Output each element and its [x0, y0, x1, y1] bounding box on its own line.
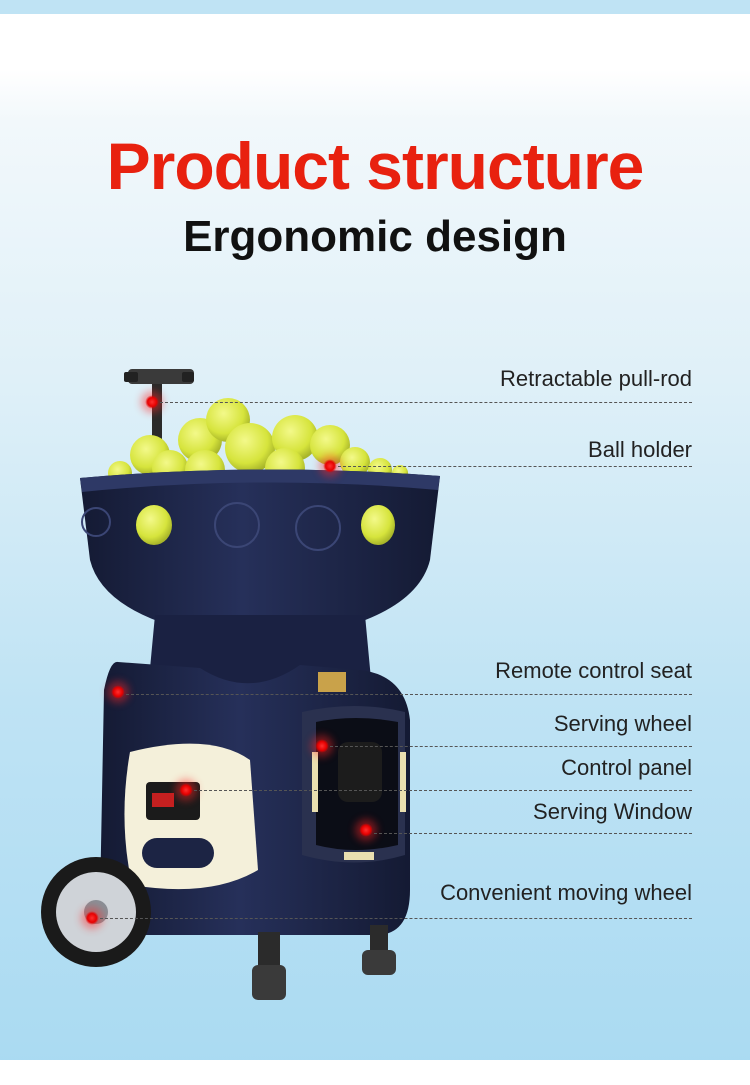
top-banner-strip — [0, 0, 750, 14]
leader-line-ball-holder — [338, 466, 692, 467]
marker-serving-window — [359, 823, 373, 837]
page-title: Product structure — [106, 129, 645, 203]
callout-serving-wheel: Serving wheel — [553, 711, 692, 736]
brand-logo — [318, 672, 346, 692]
leader-line-control-panel — [194, 790, 692, 791]
machine-body — [100, 661, 410, 935]
marker-moving-wheel — [85, 911, 99, 925]
hopper — [80, 469, 440, 622]
page-subtitle: Ergonomic design — [183, 212, 567, 261]
leader-line-moving-wheel — [100, 918, 692, 919]
leader-line-pull-rod — [160, 402, 692, 403]
bottom-strip — [0, 1060, 750, 1085]
leader-line-remote-seat — [126, 694, 692, 695]
marker-serving-wheel — [315, 739, 329, 753]
pull-rod — [124, 369, 194, 450]
leader-line-serving-wheel — [330, 746, 692, 747]
callout-serving-window: Serving Window — [533, 799, 692, 824]
callout-pull-rod: Retractable pull-rod — [500, 366, 692, 391]
callout-control-panel: Control panel — [561, 755, 692, 780]
marker-pull-rod — [145, 395, 159, 409]
callout-moving-wheel: Convenient moving wheel — [440, 880, 692, 905]
callout-remote-seat: Remote control seat — [495, 658, 692, 683]
callout-ball-holder: Ball holder — [588, 437, 692, 462]
marker-remote-seat — [111, 685, 125, 699]
marker-control-panel — [179, 783, 193, 797]
leader-line-serving-window — [374, 833, 692, 834]
marker-ball-holder — [323, 459, 337, 473]
